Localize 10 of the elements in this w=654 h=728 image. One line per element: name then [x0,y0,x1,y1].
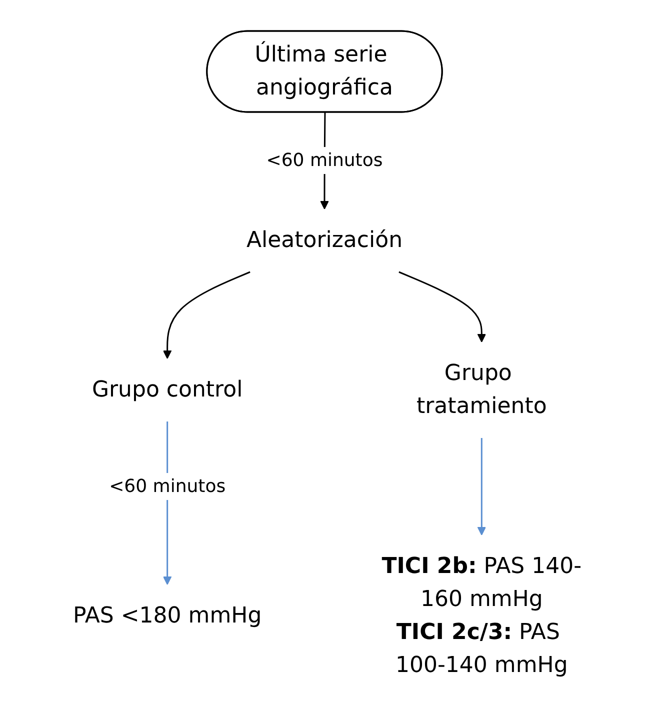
arrow [162,271,250,359]
node-text: Grupo control [92,378,242,402]
arrow [476,438,486,536]
node-text: PAS <180 mmHg [72,604,262,628]
edge-label: <60 minutos [108,476,226,497]
node-text: TICI 2b: PAS 140-160 mmHg TICI 2c/3: PAS 100-140 mmHg [381,554,582,678]
node-text: Grupo tratamiento [416,361,547,419]
arrow [398,271,486,342]
node-text: Aleatorización [246,228,402,253]
edge-label: <60 minutos [266,150,382,171]
